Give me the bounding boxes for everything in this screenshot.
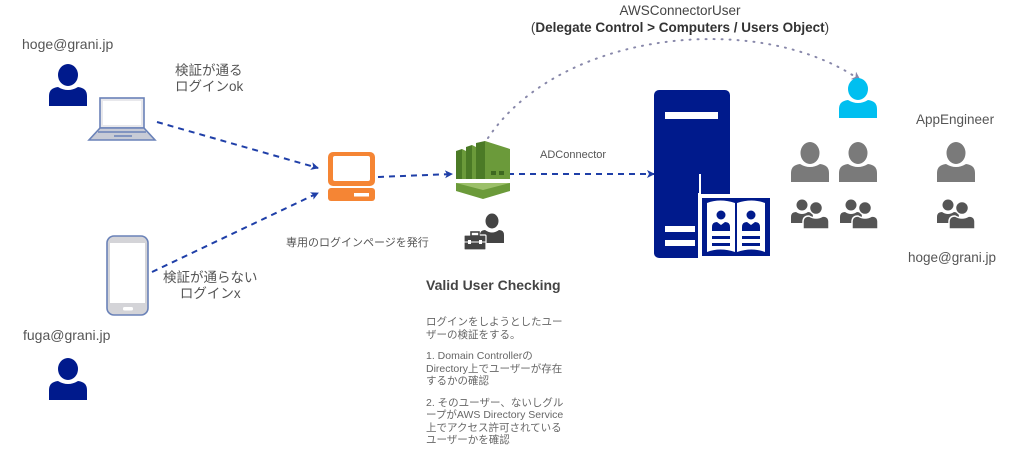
adconnector-label: ADConnector xyxy=(540,149,607,161)
connector-user-permission: (Delegate Control > Computers / Users Ob… xyxy=(530,20,830,35)
directory-server-icon[interactable] xyxy=(654,90,776,260)
login-page-label: 専用のログインページを発行 xyxy=(286,237,429,249)
phone-label: 検証が通らない ログインx xyxy=(163,270,258,301)
connector-user-title: AWSConnectorUser (Delegate Control > Com… xyxy=(510,2,850,36)
user-group-icon[interactable] xyxy=(839,199,879,230)
description-paragraph: 2. そのユーザー、ないしグループがAWS Directory Service上… xyxy=(426,396,564,447)
edge-phone-to-login-page xyxy=(151,192,319,273)
valid-user-checking-heading: Valid User Checking xyxy=(426,277,561,293)
smartphone-icon[interactable] xyxy=(106,235,150,317)
aws-directory-service-icon[interactable] xyxy=(455,141,511,205)
app-engineer-email: hoge@grani.jp xyxy=(908,250,997,265)
user-icon[interactable] xyxy=(839,142,877,182)
edge-login-page-to-adconnector xyxy=(377,170,453,179)
desktop-computer-icon[interactable] xyxy=(326,151,378,203)
laptop-icon[interactable] xyxy=(87,97,158,143)
valid-user-checking-description: ログインをしようとしたユーザーの検証をする。 1. Domain Control… xyxy=(426,316,566,456)
user-hoge-label: hoge@grani.jp xyxy=(22,36,114,52)
user-icon[interactable] xyxy=(838,78,878,118)
description-paragraph: 1. Domain ControllerのDirectory上でユーザーが存在す… xyxy=(426,350,563,387)
edge-laptop-to-login-page xyxy=(156,121,319,170)
user-group-icon[interactable] xyxy=(936,199,976,230)
user-icon[interactable] xyxy=(48,358,88,400)
user-fuga-label: fuga@grani.jp xyxy=(23,327,111,343)
description-paragraph: ログインをしようとしたユーザーの検証をする。 xyxy=(426,316,563,341)
user-group-icon[interactable] xyxy=(790,199,830,230)
user-icon[interactable] xyxy=(937,142,975,182)
connector-user-name: AWSConnectorUser xyxy=(619,3,741,18)
user-icon[interactable] xyxy=(791,142,829,182)
app-engineer-label: AppEngineer xyxy=(916,112,995,127)
user-with-toolbox-icon[interactable] xyxy=(463,213,505,251)
user-icon[interactable] xyxy=(48,64,88,106)
laptop-label: 検証が通る ログインok xyxy=(175,63,244,94)
